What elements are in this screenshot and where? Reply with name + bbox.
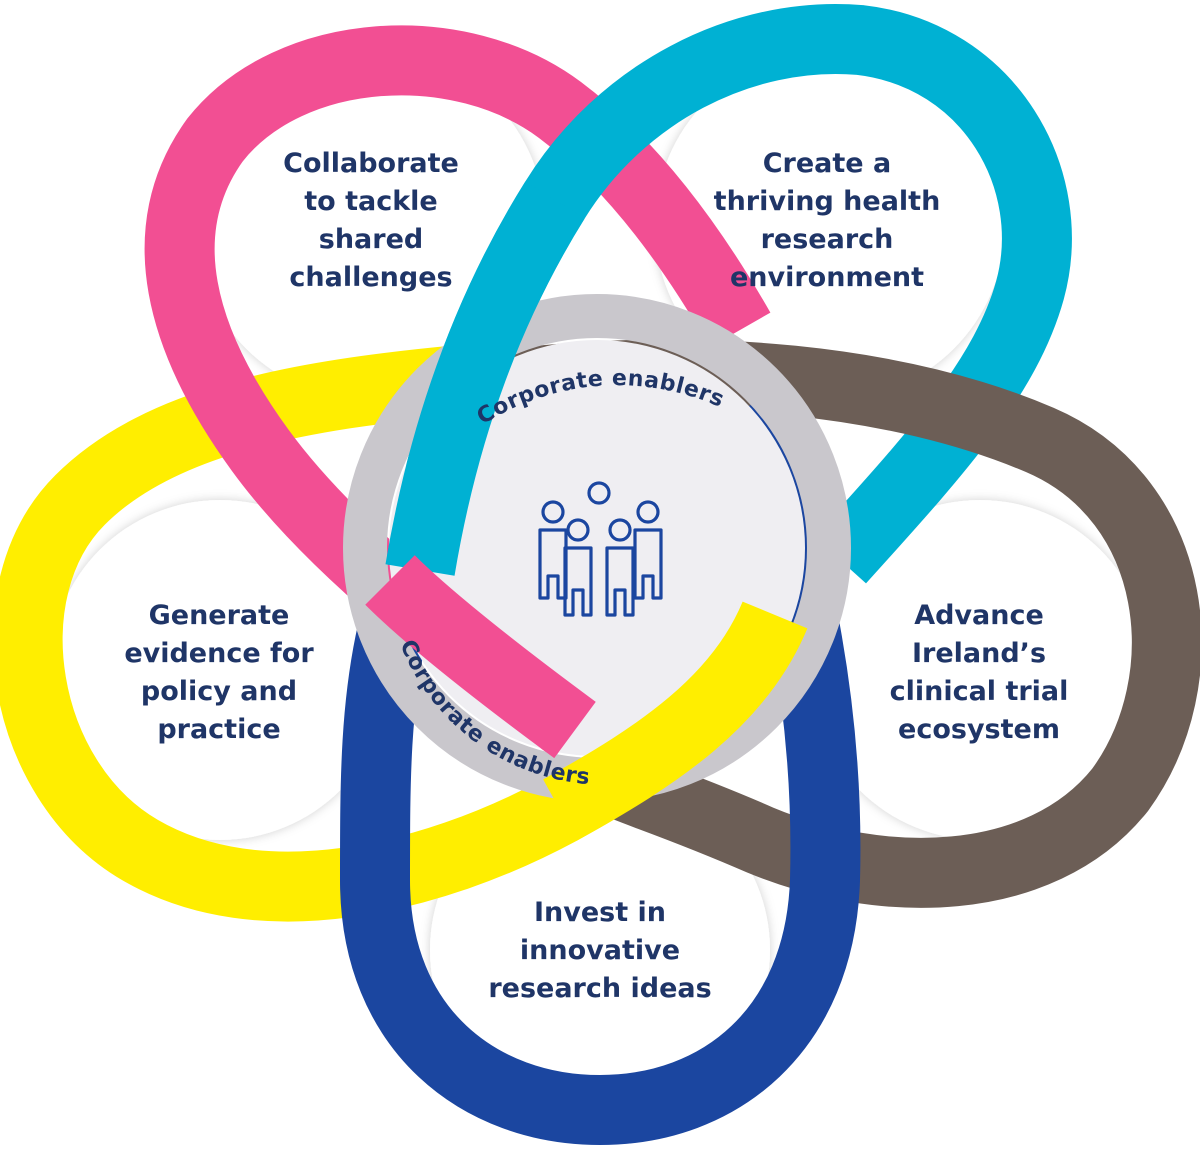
- goal-label-line: policy and: [141, 676, 297, 707]
- goal-label-line: to tackle: [304, 186, 438, 217]
- goal-label-line: environment: [730, 262, 924, 293]
- cyan-overlap: [385, 181, 585, 576]
- goal-label-line: Invest in: [534, 897, 666, 928]
- pink-overlap: [365, 555, 596, 759]
- goal-label-line: evidence for: [124, 638, 314, 669]
- loop-backgrounds: [50, 50, 1150, 1120]
- goal-labels: Collaborate to tackle shared challenges Crea…: [124, 148, 1068, 1004]
- goal-label-line: Advance: [914, 600, 1044, 631]
- brown-ribbon: [495, 339, 1200, 908]
- goal-label-line: shared: [319, 224, 423, 255]
- goal-label-evidence: Generate evidence for policy and practice: [124, 600, 314, 745]
- goal-label-line: challenges: [289, 262, 452, 293]
- goal-label-line: Create a: [763, 148, 892, 179]
- goal-label-collaborate: Collaborate to tackle shared challenges: [283, 148, 459, 293]
- yellow-overlap: [543, 600, 808, 841]
- goal-label-line: Ireland’s: [912, 638, 1046, 669]
- goal-label-line: research ideas: [488, 973, 711, 1004]
- goal-label-environment: Create a thriving health research environme…: [714, 148, 941, 293]
- goal-label-line: thriving health: [714, 186, 941, 217]
- goal-label-line: innovative: [520, 935, 680, 966]
- goal-label-line: practice: [157, 714, 280, 745]
- goal-label-innovative-ideas: Invest in innovative research ideas: [488, 897, 711, 1004]
- goal-label-line: ecosystem: [898, 714, 1060, 745]
- people-group-icon: [538, 481, 663, 617]
- goal-label-line: clinical trial: [890, 676, 1069, 707]
- goal-label-line: research: [761, 224, 894, 255]
- goal-label-line: Generate: [149, 600, 290, 631]
- goal-label-line: Collaborate: [283, 148, 459, 179]
